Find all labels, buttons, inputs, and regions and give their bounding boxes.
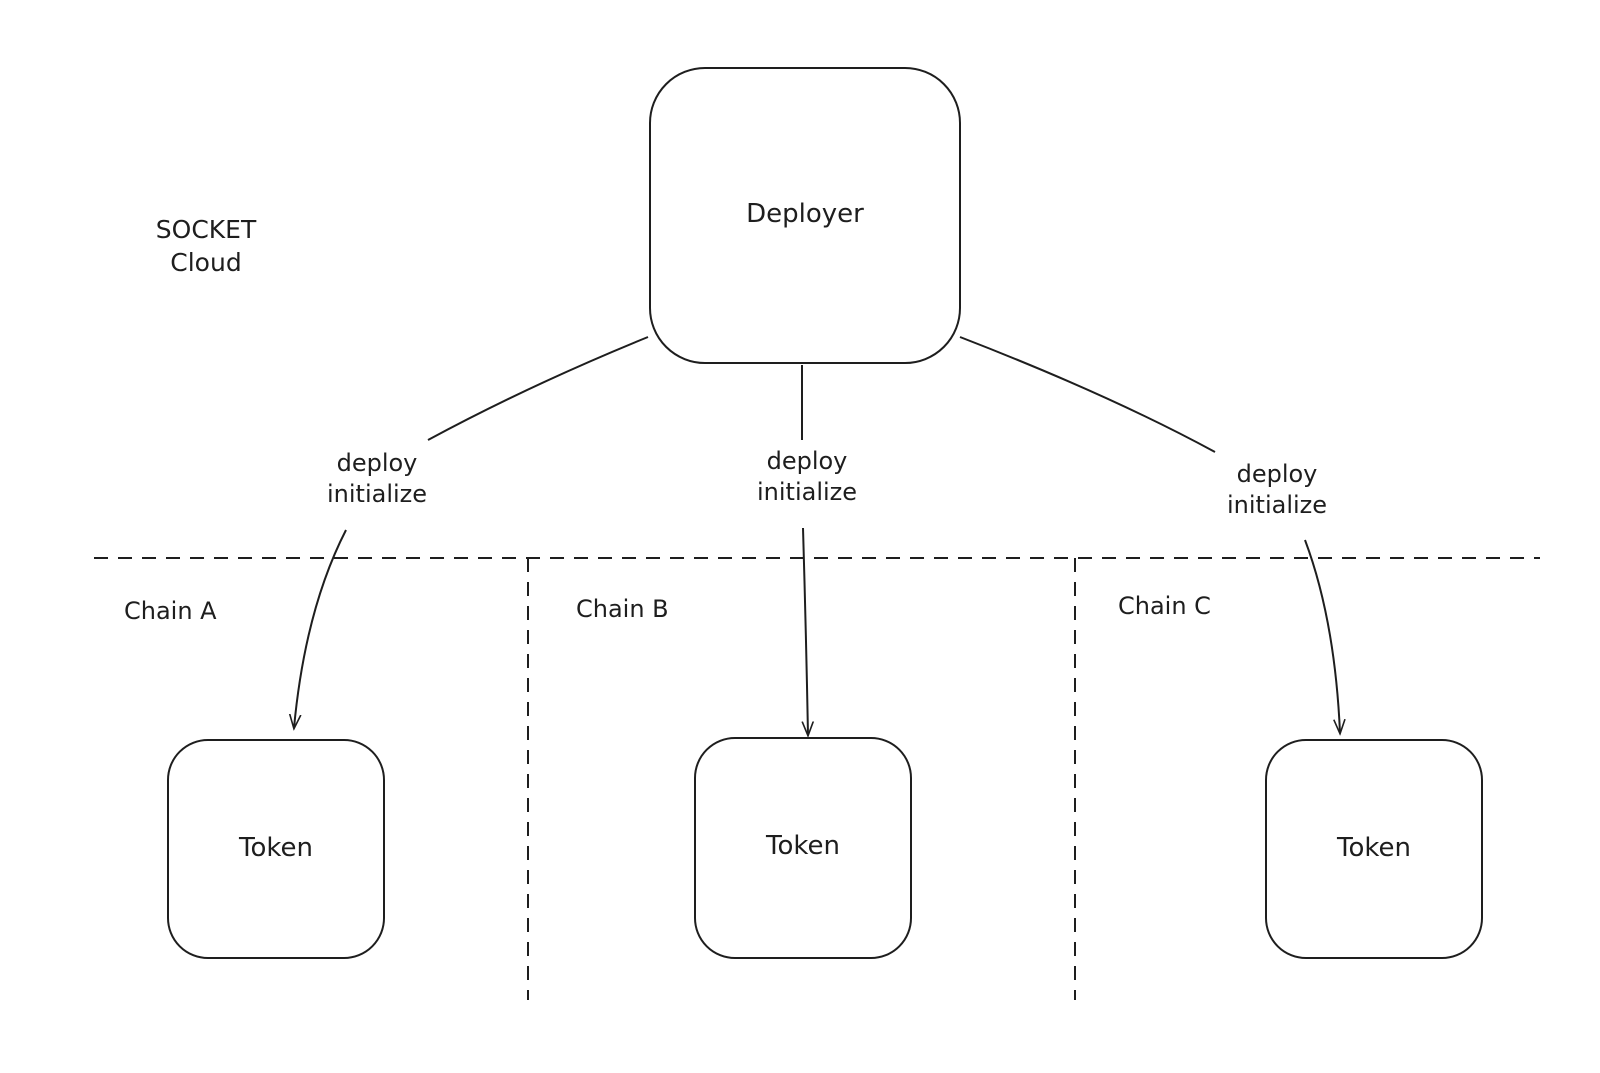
arrow-to-token-c [1304,539,1340,733]
socket-cloud-label-line2: Cloud [170,247,242,277]
chain-b-label: Chain B [576,595,669,623]
edge-label-c-line1: deploy [1236,460,1318,488]
edge-label-chain-c: deploy initialize [1208,459,1346,522]
token-label-chain-c: Token [1337,833,1411,863]
edge-deployer-to-label-a [427,336,649,441]
edge-label-b-line1: deploy [766,447,848,475]
token-box-chain-a[interactable] [167,739,385,959]
chain-a-label: Chain A [124,597,217,625]
token-box-chain-c[interactable] [1265,739,1483,959]
chain-c-label: Chain C [1118,592,1211,620]
arrow-to-token-b [803,527,808,735]
token-box-chain-b[interactable] [694,737,912,959]
edge-label-chain-a: deploy initialize [308,448,446,511]
edge-label-b-line2: initialize [756,478,858,507]
edge-label-a-line2: initialize [326,480,428,509]
edge-label-a-line1: deploy [336,449,418,477]
edge-label-c-line2: initialize [1226,491,1328,520]
token-label-chain-b: Token [766,831,840,861]
socket-cloud-label-line1: SOCKET [155,215,257,244]
edge-deployer-to-label-c [959,336,1216,453]
arrow-to-token-a [294,529,347,728]
token-label-chain-a: Token [239,833,313,863]
edge-label-chain-b: deploy initialize [738,446,876,509]
deployer-label: Deployer [746,199,864,229]
deployer-box[interactable] [649,67,961,364]
socket-cloud-label: SOCKET Cloud [138,214,274,279]
